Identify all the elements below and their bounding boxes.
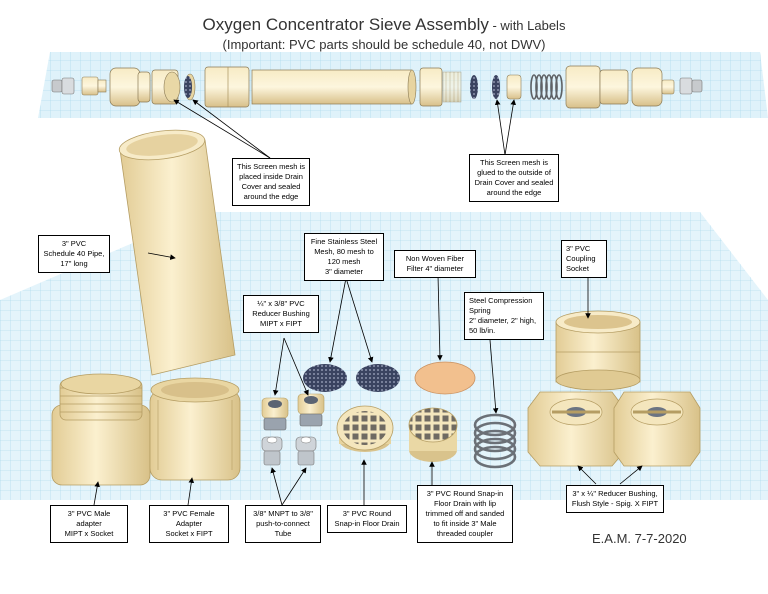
push-to-connect-fittings <box>261 436 317 466</box>
coupling-socket <box>555 310 641 391</box>
label-reducer-bushing-small: ¼" x 3/8" PVC Reducer Bushing MIPT x FIP… <box>243 295 319 333</box>
label-push-to-connect: 3/8" MNPT to 3/8" push-to-connect Tube <box>245 505 321 543</box>
label-floor-drain: 3" PVC Round Snap-in Floor Drain <box>327 505 407 533</box>
label-female-adapter: 3" PVC Female Adapter Socket x FIPT <box>149 505 229 543</box>
fiber-filter-disc <box>414 361 476 395</box>
label-screen-mesh-glued: This Screen mesh is glued to the outside… <box>469 154 559 202</box>
label-steel-mesh: Fine Stainless Steel Mesh, 80 mesh to 12… <box>304 233 384 281</box>
reducer-bushings-small <box>261 393 325 431</box>
label-compression-spring: Steel Compression Spring 2" diameter, 2"… <box>464 292 544 340</box>
steel-mesh-disc <box>303 364 347 392</box>
label-screen-mesh-drain: This Screen mesh is placed inside Drain … <box>232 158 310 206</box>
page-subtitle: (Important: PVC parts should be schedule… <box>222 37 546 52</box>
floor-drain-trimmed <box>408 407 458 462</box>
pvc-pipe <box>118 129 236 376</box>
compression-spring <box>473 413 517 469</box>
flush-reducer-bushings <box>527 391 701 467</box>
label-fiber-filter: Non Woven Fiber Filter 4" diameter <box>394 250 476 278</box>
signature-date: E.A.M. 7-7-2020 <box>592 531 687 546</box>
floor-drain <box>336 405 394 452</box>
label-male-adapter: 3" PVC Male adapter MIPT x Socket <box>50 505 128 543</box>
label-flush-reducer-bushing: 3" x ¼" Reducer Bushing, Flush Style - S… <box>566 485 664 513</box>
label-coupling-socket: 3" PVC Coupling Socket <box>561 240 607 278</box>
steel-mesh-disc <box>356 364 400 392</box>
page-title: Oxygen Concentrator Sieve Assembly - wit… <box>202 15 566 34</box>
female-adapter <box>149 377 241 481</box>
exploded-assembly-row <box>51 65 703 109</box>
label-floor-drain-trimmed: 3" PVC Round Snap-in Floor Drain with li… <box>417 485 513 543</box>
male-adapter <box>51 373 151 486</box>
label-pvc-pipe: 3" PVC Schedule 40 Pipe, 17" long <box>38 235 110 273</box>
